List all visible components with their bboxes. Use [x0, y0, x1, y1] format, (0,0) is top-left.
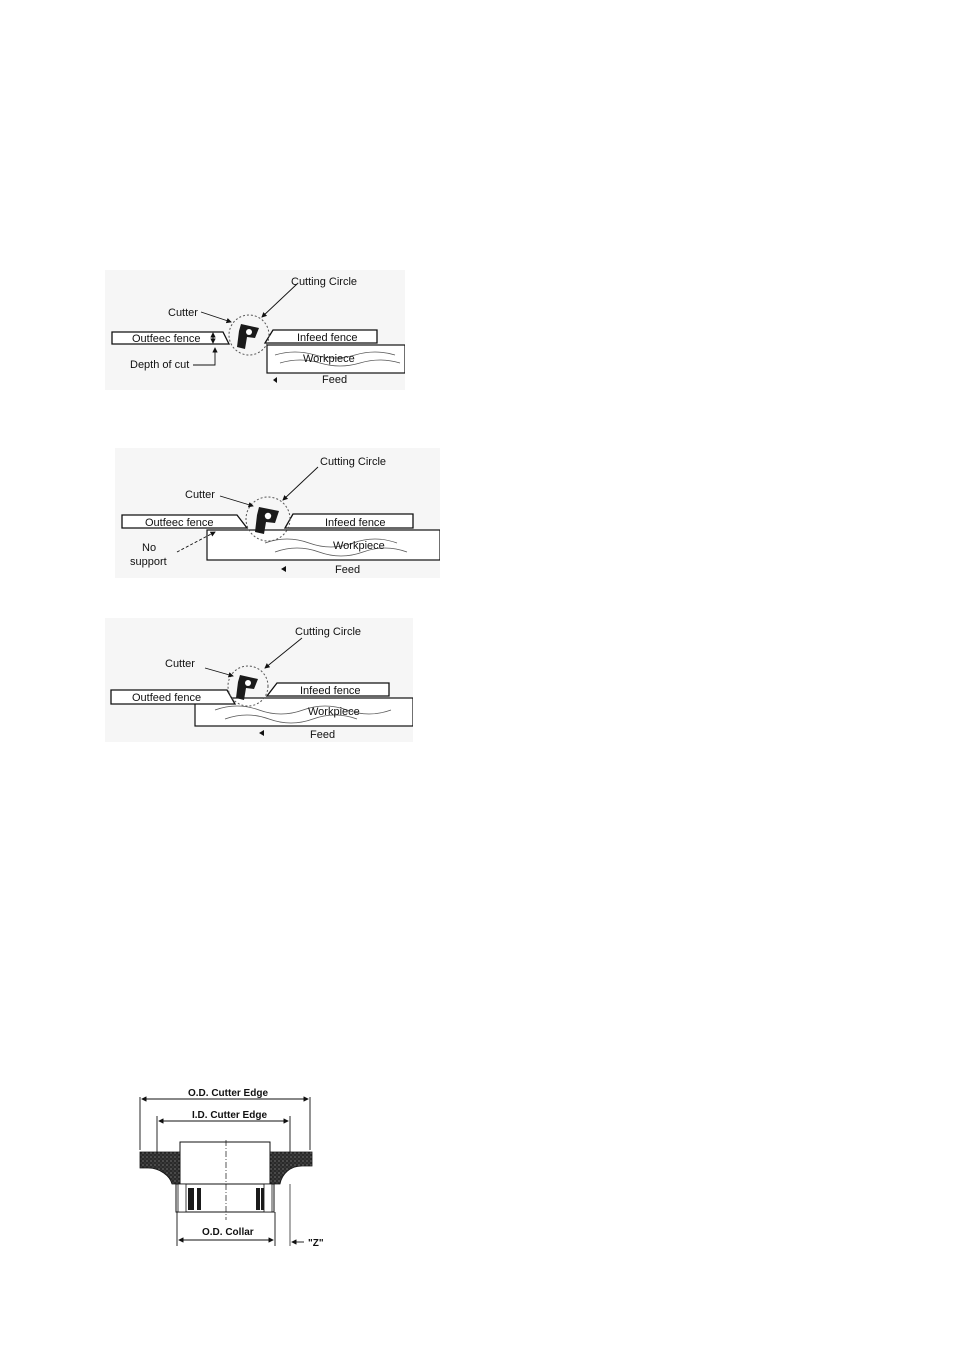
figure-cutter-dimensions: O.D. Cutter Edge I.D. Cutter Edge O.D. C…: [130, 1080, 335, 1250]
figure-no-support: Cutting Circle Cutter Outfeec fence Infe…: [115, 448, 440, 578]
outfeed-fence-label: Outfeec fence: [132, 333, 201, 345]
outfeed-fence-label: Outfeec fence: [145, 517, 214, 529]
cutting-circle-label: Cutting Circle: [295, 626, 361, 638]
depth-of-cut-label: Depth of cut: [130, 359, 189, 371]
feed-label: Feed: [335, 564, 360, 576]
infeed-fence-label: Infeed fence: [297, 332, 358, 344]
cutter-label: Cutter: [168, 307, 198, 319]
cutting-circle-label: Cutting Circle: [320, 456, 386, 468]
z-label: "Z": [308, 1238, 324, 1249]
cutter-label: Cutter: [165, 658, 195, 670]
od-cutter-edge-label: O.D. Cutter Edge: [188, 1088, 268, 1099]
feed-label: Feed: [310, 729, 335, 741]
feed-label: Feed: [322, 374, 347, 386]
outfeed-fence-label: Outfeed fence: [132, 692, 201, 704]
no-support-label-line2: support: [130, 556, 167, 568]
figure-correct-setup: Cutting Circle Cutter Outfeed fence Infe…: [105, 618, 413, 742]
cutting-circle-label: Cutting Circle: [291, 276, 357, 288]
cutter-cross-section: [140, 1140, 312, 1220]
workpiece-label: Workpiece: [303, 353, 355, 365]
z-dimension: [290, 1184, 304, 1246]
infeed-fence-label: Infeed fence: [325, 517, 386, 529]
workpiece-label: Workpiece: [308, 706, 360, 718]
od-collar-label: O.D. Collar: [202, 1227, 254, 1238]
id-cutter-edge-label: I.D. Cutter Edge: [192, 1110, 267, 1121]
infeed-fence-label: Infeed fence: [300, 685, 361, 697]
workpiece: [207, 530, 440, 560]
no-support-label-line1: No: [142, 542, 156, 554]
cutter-label: Cutter: [185, 489, 215, 501]
workpiece-label: Workpiece: [333, 540, 385, 552]
figure-depth-of-cut: Cutting Circle Cutter Outfeec fence Infe…: [105, 270, 405, 390]
